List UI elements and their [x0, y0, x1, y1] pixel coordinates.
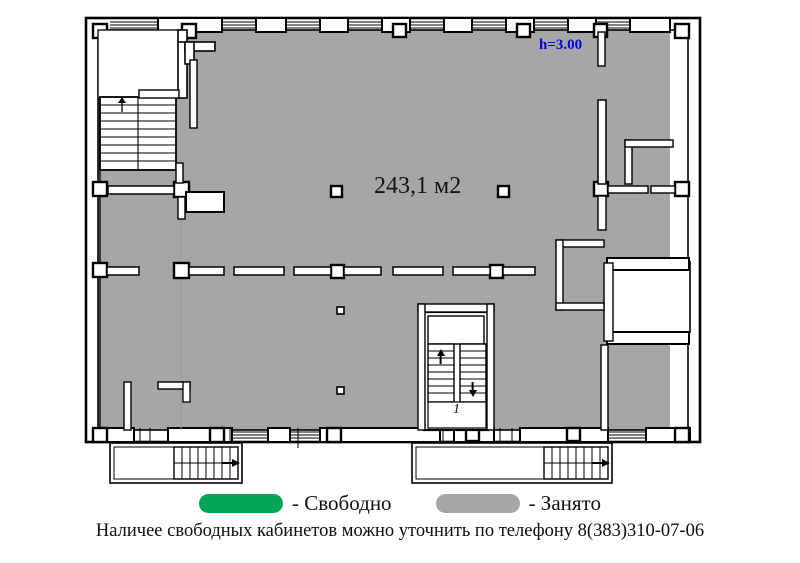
entrance-stairs-right: [411, 442, 613, 484]
legend-item-occupied: - Занято: [435, 490, 601, 516]
legend-item-free: - Свободно: [199, 491, 392, 516]
legend-label-free: - Свободно: [292, 490, 392, 515]
lower-left-stubs: [123, 381, 191, 431]
legend-swatch-free: [199, 493, 284, 513]
legend-swatch-occupied: [435, 493, 520, 513]
bottom-wall-windows: [91, 426, 691, 452]
small-marks: [336, 306, 345, 395]
top-wall-windows: [91, 17, 691, 40]
central-stairwell: [417, 303, 495, 432]
legend: - Свободно - Занято: [0, 488, 800, 518]
area-label: 243,1 м2: [374, 173, 462, 199]
nw-room: [97, 29, 216, 129]
room-number-label: 1: [453, 402, 460, 417]
beam-row: [106, 266, 536, 276]
center-left-partition: [107, 162, 225, 220]
legend-label-occupied: - Занято: [528, 490, 601, 515]
occupied-area-fill: [98, 30, 690, 430]
entrance-stairs-left: [109, 442, 243, 484]
left-stair: [99, 89, 180, 171]
ceiling-height-label: h=3.00: [539, 37, 583, 53]
right-interior-walls: [555, 31, 691, 431]
contact-note: Наличее свободных кабинетов можно уточни…: [95, 521, 705, 541]
